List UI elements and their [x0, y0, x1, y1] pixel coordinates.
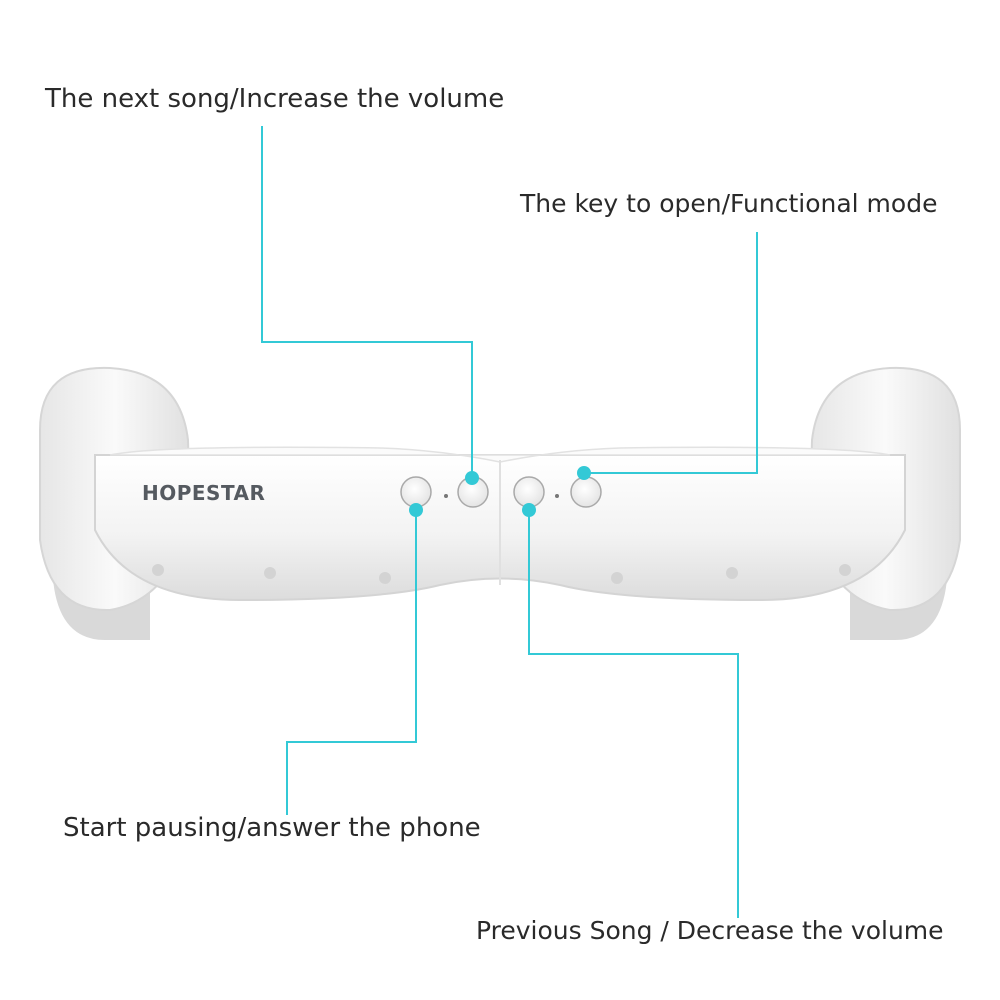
leader-dot-next	[465, 471, 479, 485]
leader-dots	[409, 466, 591, 517]
previous-song-button[interactable]	[513, 476, 545, 508]
speaker-body	[94, 446, 906, 602]
brand-logo: HOPESTAR	[142, 481, 265, 505]
leader-line-next	[261, 126, 473, 478]
leader-dot-open	[577, 466, 591, 480]
indicator-dot	[444, 494, 448, 498]
leader-dot-pause	[409, 503, 423, 517]
callout-pause-answer: Start pausing/answer the phone	[63, 813, 481, 843]
leader-lines	[261, 126, 758, 918]
callout-previous-song: Previous Song / Decrease the volume	[476, 916, 944, 945]
callout-next-song: The next song/Increase the volume	[45, 84, 505, 114]
play-pause-button[interactable]	[400, 476, 432, 508]
leader-line-prev	[528, 510, 739, 918]
callout-power-mode: The key to open/Functional mode	[520, 189, 938, 218]
leader-line-open	[584, 232, 758, 474]
indicator-dot	[555, 494, 559, 498]
power-mode-button[interactable]	[570, 476, 602, 508]
leader-line-pause	[286, 510, 417, 815]
leader-dot-prev	[522, 503, 536, 517]
